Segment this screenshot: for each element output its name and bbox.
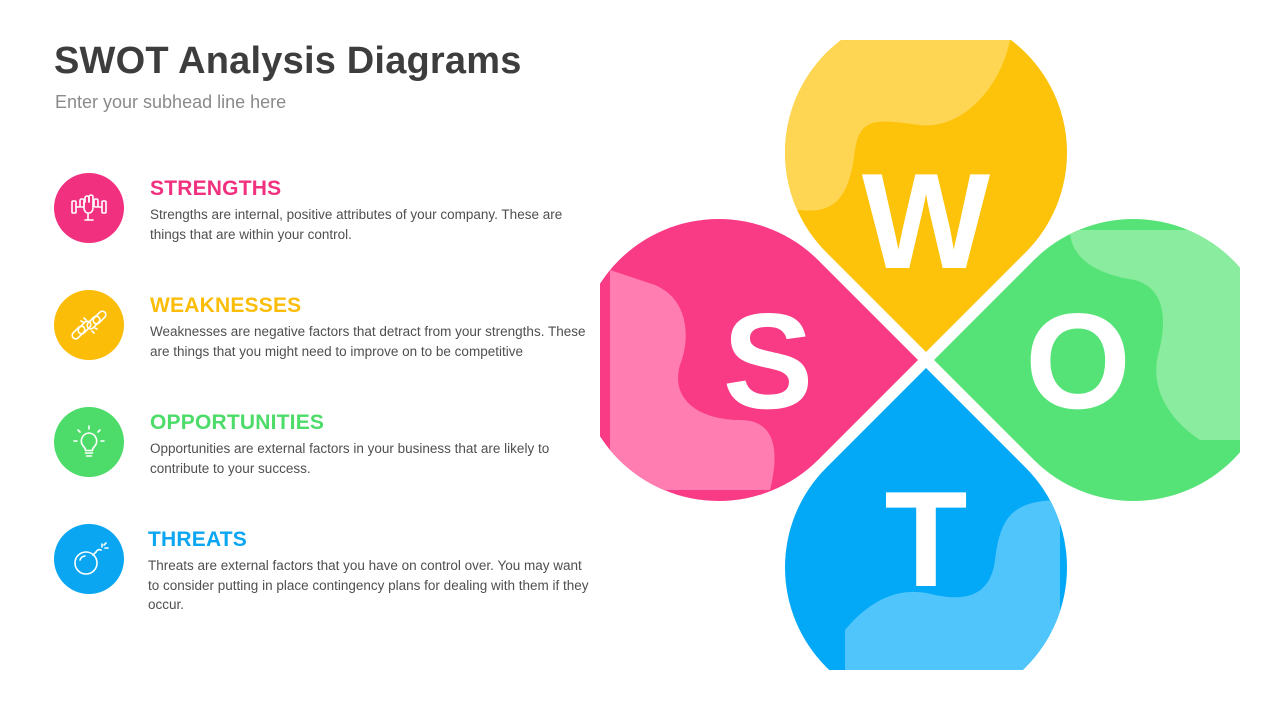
threats-heading: THREATS bbox=[148, 528, 248, 551]
petal-s-wave bbox=[610, 270, 775, 490]
petal-threats: T bbox=[785, 368, 1067, 670]
page-title: SWOT Analysis Diagrams bbox=[54, 40, 522, 82]
letter-t: T bbox=[884, 463, 967, 615]
letter-w: W bbox=[862, 145, 991, 297]
page-subhead: Enter your subhead line here bbox=[55, 92, 287, 112]
threats-description: Threats are external factors that you ha… bbox=[148, 558, 589, 612]
petal-opportunities: O bbox=[934, 219, 1240, 501]
threats-badge bbox=[54, 524, 124, 594]
petal-o-wave bbox=[1070, 230, 1240, 440]
strengths-description: Strengths are internal, positive attribu… bbox=[150, 207, 563, 242]
raised-fist-icon bbox=[71, 194, 107, 221]
petal-weaknesses: W bbox=[785, 40, 1067, 352]
bomb-icon bbox=[74, 542, 109, 575]
letter-s: S bbox=[723, 285, 814, 437]
opportunities-heading: OPPORTUNITIES bbox=[150, 411, 325, 434]
petal-w-wave bbox=[785, 40, 1010, 211]
petal-strengths: S bbox=[600, 219, 918, 501]
opportunities-badge bbox=[54, 407, 124, 477]
letter-o: O bbox=[1025, 285, 1131, 437]
petal-t-wave bbox=[845, 500, 1060, 670]
weaknesses-heading: WEAKNESSES bbox=[150, 294, 302, 317]
strengths-heading: STRENGTHS bbox=[150, 177, 282, 200]
swot-diagram: W S O T bbox=[600, 40, 1240, 670]
strengths-badge bbox=[54, 173, 124, 243]
opportunities-description: Opportunities are external factors in yo… bbox=[150, 441, 550, 476]
weaknesses-badge bbox=[54, 290, 124, 360]
weaknesses-description: Weaknesses are negative factors that det… bbox=[150, 324, 586, 359]
lightbulb-icon bbox=[73, 425, 105, 457]
broken-chain-icon bbox=[71, 310, 107, 340]
